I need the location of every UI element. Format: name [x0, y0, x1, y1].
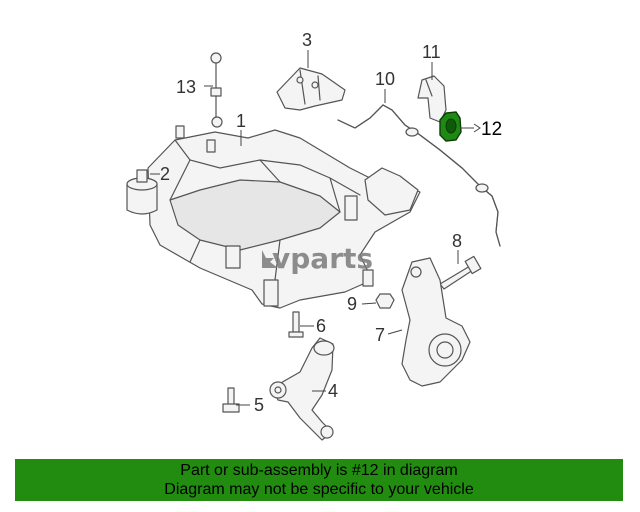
part-5-bolt: [222, 387, 240, 413]
part-4-lower-arm: [269, 337, 335, 441]
leader-lines: [150, 50, 481, 406]
part-11-clamp: [417, 75, 447, 123]
part-10-stabilizer-bar: [337, 104, 501, 247]
callout-3: 3: [302, 30, 312, 50]
watermark-logo: vparts: [262, 242, 373, 275]
callout-11: 11: [422, 42, 441, 62]
callout-6: 6: [316, 316, 326, 336]
part-7-knuckle: [401, 257, 471, 387]
part-2-mount: [126, 169, 158, 215]
part-6-bolt: [288, 311, 304, 338]
callout-4: 4: [328, 381, 338, 401]
callout-10: 10: [375, 69, 395, 89]
watermark-text: vparts: [272, 242, 373, 275]
part-1-subframe: [147, 125, 421, 309]
callout-7: 7: [375, 325, 385, 345]
callout-12: 12: [481, 119, 502, 140]
callout-13: 13: [176, 77, 196, 97]
banner-line-2: Diagram may not be specific to your vehi…: [164, 481, 474, 498]
callout-8: 8: [452, 231, 462, 251]
part-9-nut: [375, 293, 395, 309]
part-8-bolt: [439, 255, 482, 290]
callout-2: 2: [160, 164, 170, 184]
callout-5: 5: [254, 395, 264, 415]
part-3-bracket: [276, 67, 346, 111]
callout-9: 9: [347, 294, 357, 314]
part-13-stabilizer-link: [210, 52, 223, 128]
info-banner: Part or sub-assembly is #12 in diagram D…: [15, 459, 623, 501]
part-12-bushing-highlighted: [439, 111, 462, 142]
callout-1: 1: [236, 111, 246, 131]
banner-line-1: Part or sub-assembly is #12 in diagram: [180, 462, 458, 479]
